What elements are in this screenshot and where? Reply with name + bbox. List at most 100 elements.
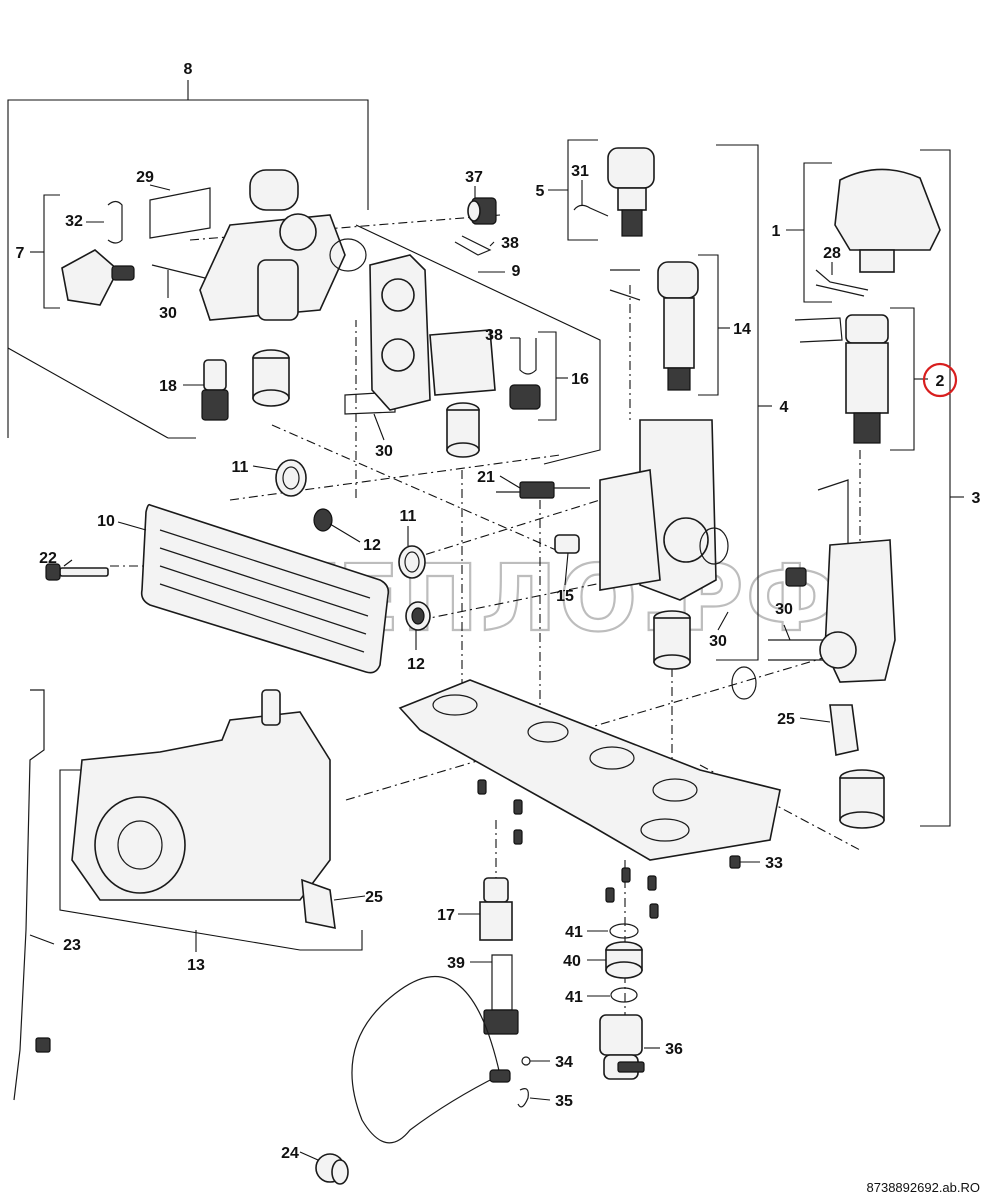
screws-33	[477, 779, 741, 919]
seal-12-b	[405, 601, 431, 631]
clip-38-b	[519, 338, 537, 375]
label-12b: 12	[407, 656, 425, 673]
cartridge-2	[794, 314, 889, 444]
label-30d: 30	[775, 601, 793, 618]
label-3: 3	[972, 490, 981, 507]
label-2: 2	[936, 373, 945, 390]
sensor-16	[509, 384, 541, 410]
group-brackets	[7, 80, 964, 952]
label-24: 24	[281, 1145, 299, 1162]
valve-17	[479, 877, 513, 941]
clip-29	[149, 187, 211, 239]
tool-39	[483, 954, 519, 1035]
seal-11-a	[275, 459, 307, 497]
motor-1	[834, 168, 941, 273]
label-35: 35	[555, 1093, 573, 1110]
cable-23	[13, 689, 45, 1101]
label-4: 4	[780, 399, 789, 416]
clip-30-a	[151, 264, 206, 279]
valve-body-3	[785, 479, 896, 683]
valve-36	[599, 1014, 645, 1080]
label-38a: 38	[501, 235, 519, 252]
label-14: 14	[733, 321, 751, 338]
label-37: 37	[465, 169, 483, 186]
valve-body-4	[599, 419, 729, 601]
label-41b: 41	[565, 989, 583, 1006]
label-40: 40	[563, 953, 581, 970]
label-30a: 30	[159, 305, 177, 322]
seal-11-b	[398, 545, 426, 579]
label-10: 10	[97, 513, 115, 530]
washer-34	[521, 1056, 531, 1066]
label-34: 34	[555, 1054, 573, 1071]
manifold-9	[369, 254, 496, 411]
reference-code: 8738892692.ab.RO	[867, 1180, 980, 1195]
clip-38-a	[454, 235, 492, 256]
label-30c: 30	[709, 633, 727, 650]
label-12a: 12	[363, 537, 381, 554]
label-9: 9	[512, 263, 521, 280]
sensor-7	[61, 249, 135, 306]
label-33: 33	[765, 855, 783, 872]
screw-22	[45, 563, 109, 581]
leader-lines	[29, 180, 833, 1161]
label-39: 39	[447, 955, 465, 972]
label-25b: 25	[365, 889, 383, 906]
connector-9a	[446, 402, 480, 458]
connector-8a	[252, 349, 290, 407]
cartridge-14	[657, 261, 699, 391]
sensor-24	[315, 975, 511, 1185]
seal-41-a	[609, 923, 639, 939]
label-31: 31	[571, 163, 589, 180]
label-30b: 30	[375, 443, 393, 460]
clip-25-right	[829, 704, 859, 756]
clip-32	[107, 200, 123, 244]
label-22: 22	[39, 550, 57, 567]
o-ring-9	[329, 238, 367, 272]
seal-12-a	[313, 508, 333, 532]
clip-25-left	[301, 878, 336, 930]
label-15: 15	[556, 588, 574, 605]
seal-41-b	[610, 987, 638, 1003]
label-32: 32	[65, 213, 83, 230]
sensor-21	[496, 481, 590, 499]
clip-31	[573, 204, 609, 217]
cable-23-plug	[35, 1037, 51, 1053]
pump-13	[71, 689, 331, 901]
label-21: 21	[477, 469, 495, 486]
highlight-circle	[922, 362, 958, 398]
label-7: 7	[16, 245, 25, 262]
label-28: 28	[823, 245, 841, 262]
valve-18	[201, 359, 229, 421]
label-11b: 11	[400, 508, 417, 525]
label-29: 29	[136, 169, 154, 186]
clip-35	[517, 1088, 529, 1108]
nut-40	[605, 941, 643, 979]
label-5: 5	[536, 183, 545, 200]
label-13: 13	[187, 957, 205, 974]
label-11a: 11	[232, 459, 249, 476]
connector-3a	[839, 769, 885, 829]
label-18: 18	[159, 378, 177, 395]
label-17: 17	[437, 907, 455, 924]
motor-5	[607, 147, 655, 237]
label-25a: 25	[777, 711, 795, 728]
sensor-15	[554, 534, 580, 554]
label-23: 23	[63, 937, 81, 954]
label-16: 16	[571, 371, 589, 388]
clip-28	[815, 269, 869, 297]
connector-4a	[653, 610, 691, 670]
label-1: 1	[772, 223, 781, 240]
plug-37	[467, 197, 497, 225]
clip-30-c	[609, 269, 641, 301]
bypass-housing-8	[199, 169, 346, 321]
o-ring-3	[731, 666, 757, 700]
callout-labels: 8 29 32 7 30 18 37 38 9 38 16 30 5 31 14…	[16, 61, 981, 1162]
base-plate	[398, 679, 781, 861]
heat-exchanger-10	[140, 503, 390, 674]
label-8: 8	[184, 61, 193, 78]
label-41a: 41	[565, 924, 583, 941]
label-36: 36	[665, 1041, 683, 1058]
label-38b: 38	[485, 327, 503, 344]
